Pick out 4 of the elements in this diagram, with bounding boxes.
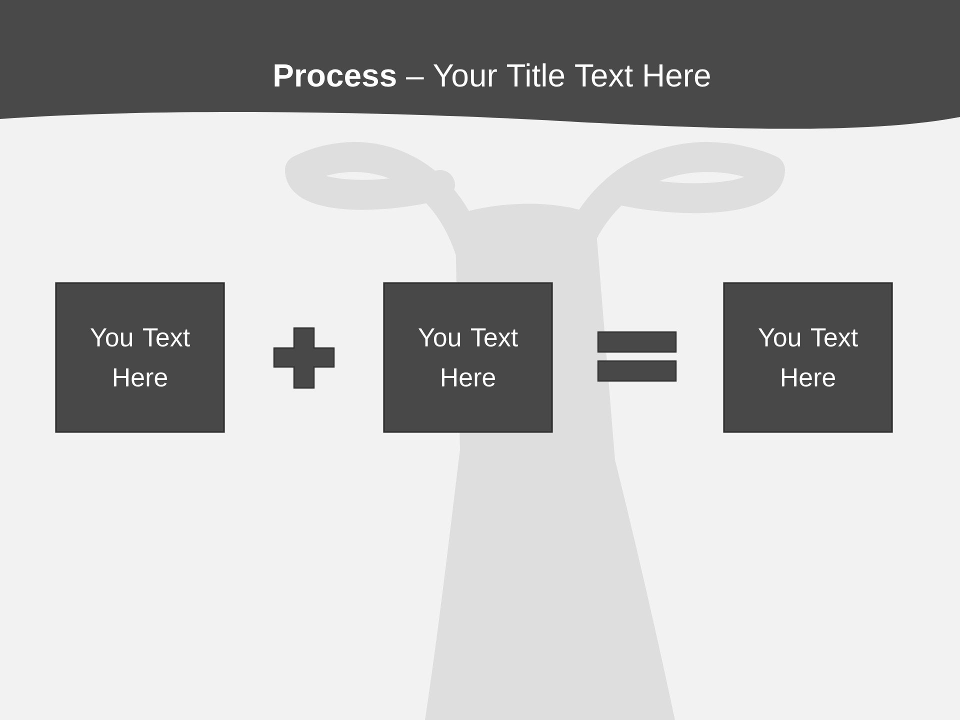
- text-box: You Text Here: [55, 282, 225, 433]
- text-box: You Text Here: [383, 282, 553, 433]
- text-box: You Text Here: [723, 282, 893, 433]
- title: Process – Your Title Text Here: [274, 63, 710, 87]
